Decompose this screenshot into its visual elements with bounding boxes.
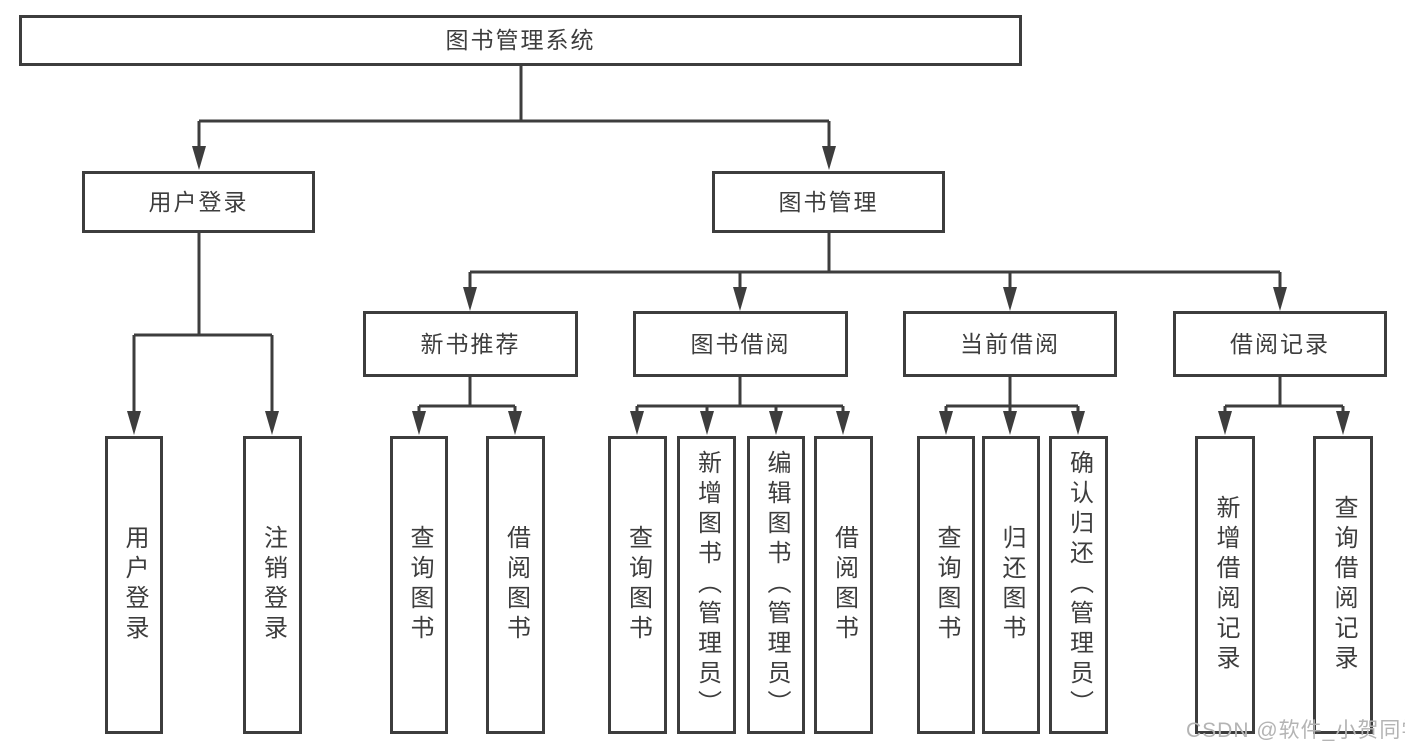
node-root-library-system: 图书管理系统 [19,15,1022,66]
node-borrowing-records: 借阅记录 [1173,311,1387,377]
leaf-borrow-books-recommend: 借阅图书 [486,436,545,734]
leaf-logout: 注销登录 [243,436,302,734]
leaf-edit-books-admin: 编辑图书（管理员） [747,436,805,734]
leaf-borrow-books: 借阅图书 [814,436,873,734]
leaf-query-books-recommend: 查询图书 [390,436,448,734]
node-current-borrowing: 当前借阅 [903,311,1117,377]
node-book-borrowing: 图书借阅 [633,311,848,377]
leaf-return-books: 归还图书 [982,436,1040,734]
node-book-management-branch: 图书管理 [712,171,945,233]
leaf-confirm-return-admin: 确认归还（管理员） [1049,436,1108,734]
node-user-login-branch: 用户登录 [82,171,315,233]
leaf-query-books-borrowing: 查询图书 [608,436,667,734]
watermark-text: CSDN @软件_小贺同学 [1186,719,1405,742]
leaf-query-books-current: 查询图书 [917,436,975,734]
leaf-add-books-admin: 新增图书（管理员） [677,436,736,734]
leaf-query-borrow-record: 查询借阅记录 [1313,436,1373,734]
leaf-add-borrow-record: 新增借阅记录 [1195,436,1255,734]
node-new-book-recommendation: 新书推荐 [363,311,578,377]
leaf-user-login: 用户登录 [105,436,163,734]
